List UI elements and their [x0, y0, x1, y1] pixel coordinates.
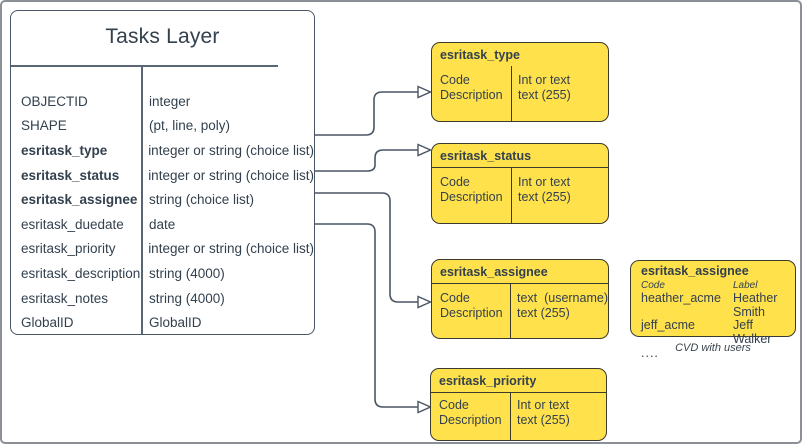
field-name: esritask_duedate [21, 216, 124, 232]
code-type: Int or text [518, 175, 571, 189]
connector-esritask-type [315, 91, 418, 136]
field-row: esritask_description string (4000) [11, 261, 314, 286]
field-row: OBJECTID integer [11, 89, 314, 114]
description-label: Description [440, 305, 503, 320]
detail-ellipsis: .... [641, 345, 659, 360]
arrowhead-esritask-type [417, 85, 433, 99]
field-type: integer or string (choice list) [148, 241, 314, 257]
detail-user-code: jeff_acme [641, 318, 695, 333]
detail-user-label: Heather Smith [733, 291, 778, 319]
field-row: SHAPE (pt, line, poly) [11, 114, 314, 139]
field-type: string (4000) [149, 265, 225, 281]
connector-esritask-priority [315, 223, 418, 408]
code-type: Int or text [517, 398, 570, 412]
code-label: Code [439, 398, 469, 412]
field-row: esritask_assignee string (choice list) [11, 187, 314, 212]
detail-user-code: heather_acme [641, 291, 721, 306]
field-type: integer or string (choice list) [148, 167, 314, 183]
cvd-caption: CVD with users [675, 342, 751, 354]
field-type: string (4000) [149, 290, 225, 306]
field-row: GlobalID GlobalID [11, 310, 314, 335]
cvd-box-title: esritask_priority [431, 369, 606, 393]
cvd-box-title: esritask_assignee [432, 260, 608, 284]
assignee-detail-box: esritask_assignee Code Label heather_acm… [630, 260, 796, 359]
tasks-layer-table: Tasks Layer OBJECTID integer SHAPE (pt, li… [10, 10, 315, 335]
cvd-box-title: esritask_type [440, 48, 520, 62]
arrowhead-esritask-status [417, 143, 433, 157]
table-body: OBJECTID integer SHAPE (pt, line, poly) es… [11, 67, 314, 334]
field-row: esritask_notes string (4000) [11, 286, 314, 311]
cvd-box-title: esritask_status [432, 144, 608, 168]
field-row: esritask_type integer or string (choice l… [11, 138, 314, 163]
detail-colhead-code: Code [641, 279, 665, 291]
cvd-type-column: text (username)text (255) [511, 284, 608, 338]
field-name: esritask_notes [21, 290, 109, 306]
detail-grid: Code Label heather_acme Heather Smith je… [641, 279, 785, 347]
field-row: esritask_priority integer or string (choi… [11, 237, 314, 262]
column-divider [141, 67, 143, 334]
field-type: (pt, line, poly) [149, 118, 231, 134]
detail-user-label: Jeff Walker [733, 318, 772, 346]
field-name: GlobalID [21, 315, 74, 331]
code-type: text (username) [516, 291, 608, 305]
detail-title: esritask_assignee [641, 264, 749, 278]
detail-colhead-label: Label [733, 279, 758, 291]
description-type: text (255) [516, 305, 570, 320]
title-divider [11, 65, 278, 67]
field-rows: OBJECTID integer SHAPE (pt, line, poly) es… [11, 89, 314, 335]
field-name: esritask_type [21, 142, 108, 158]
field-type: string (choice list) [149, 192, 255, 208]
description-type: text (255) [518, 87, 571, 102]
code-label: Code [440, 175, 470, 189]
field-type: date [149, 216, 176, 232]
description-type: text (255) [517, 412, 570, 427]
arrowhead-esritask-assignee [417, 295, 433, 309]
field-name: esritask_priority [21, 241, 116, 257]
connector-esritask-status [315, 149, 418, 172]
code-type: Int or text [518, 73, 571, 87]
field-row: esritask_duedate date [11, 212, 314, 237]
description-type: text (255) [518, 189, 571, 204]
field-name: OBJECTID [21, 93, 88, 109]
field-name: SHAPE [21, 118, 67, 134]
description-label: Description [439, 412, 502, 427]
field-row: esritask_status integer or string (choice… [11, 163, 314, 188]
field-type: integer or string (choice list) [148, 142, 314, 158]
connector-esritask-assignee [315, 192, 418, 303]
field-type: integer [149, 93, 191, 109]
field-name: esritask_description [21, 265, 141, 281]
arrowhead-esritask-priority [417, 400, 433, 414]
field-name: esritask_assignee [21, 192, 138, 208]
description-label: Description [440, 189, 503, 204]
table-title: Tasks Layer [105, 25, 220, 48]
code-label: Code [440, 291, 470, 305]
field-type: GlobalID [149, 315, 202, 331]
description-label: Description [440, 87, 503, 102]
field-name: esritask_status [21, 167, 120, 183]
code-label: Code [440, 73, 470, 87]
